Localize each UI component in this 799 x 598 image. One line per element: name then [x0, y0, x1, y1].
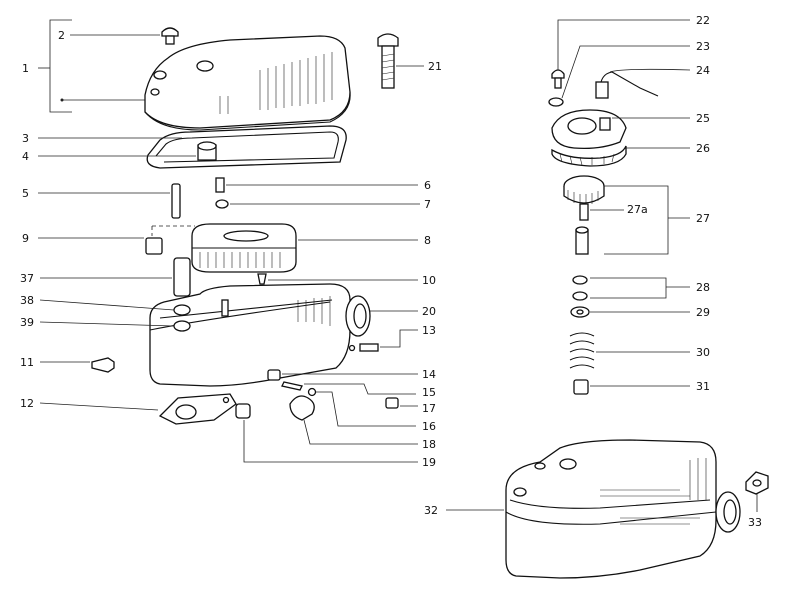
label-17: 17 [422, 402, 436, 415]
label-27a: 27a [627, 203, 648, 216]
label-21: 21 [428, 60, 442, 73]
label-37: 37 [20, 272, 34, 285]
label-12: 12 [20, 397, 34, 410]
label-10: 10 [422, 274, 436, 287]
label-8: 8 [424, 234, 431, 247]
label-27: 27 [696, 212, 710, 225]
float-8 [191, 223, 418, 273]
washer-23 [548, 45, 690, 107]
cap-33 [745, 471, 769, 512]
label-22: 22 [696, 14, 710, 27]
carburetor-head-25 [551, 109, 690, 150]
cover-screw-2 [70, 27, 179, 45]
float-chamber-body [149, 283, 371, 387]
screw-22 [551, 19, 690, 89]
label-18: 18 [422, 438, 436, 451]
label-30: 30 [696, 346, 710, 359]
gear-27 [563, 175, 690, 255]
label-3: 3 [22, 132, 29, 145]
label-4: 4 [22, 150, 29, 163]
stud-37 [40, 257, 191, 297]
label-33: 33 [748, 516, 762, 529]
label-6: 6 [424, 179, 431, 192]
label-11: 11 [20, 356, 34, 369]
carburetor-base-26 [551, 145, 690, 167]
small-parts-group [235, 369, 418, 463]
cap-9 [38, 225, 195, 255]
label-29: 29 [696, 306, 710, 319]
pin-5 [38, 183, 181, 219]
label-7: 7 [424, 198, 431, 211]
label-2: 2 [58, 29, 65, 42]
callout-38-leader [39, 299, 175, 311]
spring-30 [569, 332, 690, 369]
float-chamber-cover [144, 35, 351, 131]
spring-clip-10 [257, 273, 418, 285]
assembled-float-chamber-32 [446, 439, 741, 579]
label-31: 31 [696, 380, 710, 393]
cover-gasket-3 [38, 125, 347, 169]
label-16: 16 [422, 420, 436, 433]
label-38: 38 [20, 294, 34, 307]
label-24: 24 [696, 64, 710, 77]
label-19: 19 [422, 456, 436, 469]
label-5: 5 [22, 187, 29, 200]
label-1: 1 [22, 62, 29, 75]
screw-13 [348, 329, 418, 352]
needle-valve [575, 226, 589, 255]
label-13: 13 [422, 324, 436, 337]
label-28: 28 [696, 281, 710, 294]
callout-labels: 1 2 3 4 5 6 7 8 9 10 11 12 13 14 15 16 1… [20, 14, 762, 529]
needle-seat-4 [38, 141, 217, 161]
jet-11 [40, 357, 115, 373]
label-9: 9 [22, 232, 29, 245]
label-15: 15 [422, 386, 436, 399]
label-20: 20 [422, 305, 436, 318]
screw-6 [215, 177, 418, 193]
callout-1-bracket [38, 19, 145, 113]
label-14: 14 [422, 368, 436, 381]
nut-7 [215, 199, 420, 209]
flange-gasket-12 [39, 393, 237, 425]
washer-29 [570, 306, 690, 318]
callout-39-leader [39, 321, 175, 327]
label-23: 23 [696, 40, 710, 53]
label-39: 39 [20, 316, 34, 329]
bolt-21 [377, 33, 424, 89]
label-25: 25 [696, 112, 710, 125]
sleeve-31 [573, 379, 690, 395]
washers-28 [572, 275, 690, 301]
choke-lever-24 [595, 68, 691, 99]
label-32: 32 [424, 504, 438, 517]
label-26: 26 [696, 142, 710, 155]
